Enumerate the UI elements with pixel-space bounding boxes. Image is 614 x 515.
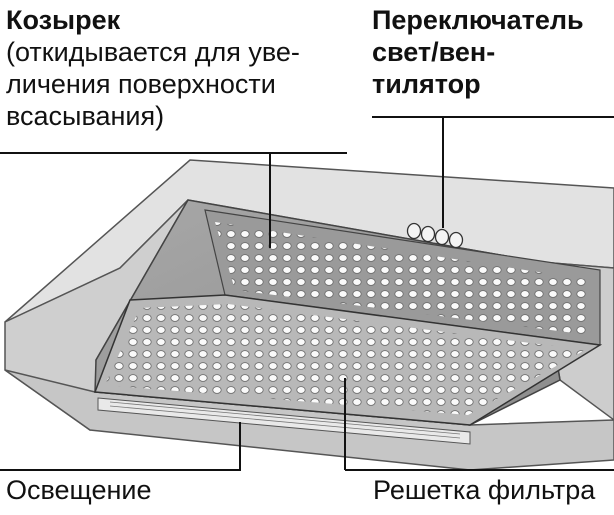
switch-button-icon (448, 231, 464, 249)
visor-description: (откидывается для уве- личения поверхнос… (6, 36, 300, 132)
rear-filter-perforation (215, 222, 590, 335)
switch-label: Переключатель свет/вен- тилятор (372, 4, 584, 100)
light-fan-switch (406, 222, 464, 249)
leader-lines (0, 116, 614, 471)
filter-grille-label: Решетка фильтра (373, 475, 596, 505)
lighting-label: Освещение (6, 475, 152, 505)
switch-button-icon (406, 222, 422, 240)
switch-label-line: тилятор (372, 69, 481, 99)
visor-perforation (105, 304, 585, 415)
visor-description-line: всасывания) (6, 101, 165, 131)
visor-title: Козырек (6, 5, 121, 35)
lighting-leader-line (0, 422, 241, 471)
switch-button-icon (434, 228, 450, 246)
switch-button-icon (420, 225, 436, 243)
switch-label-line: Переключатель (372, 5, 584, 35)
light-lens-lines (109, 401, 461, 439)
visor-description-line: (откидывается для уве- (6, 37, 300, 67)
switch-label-line: свет/вен- (372, 37, 496, 67)
visor-description-line: личения поверхности (6, 69, 276, 99)
